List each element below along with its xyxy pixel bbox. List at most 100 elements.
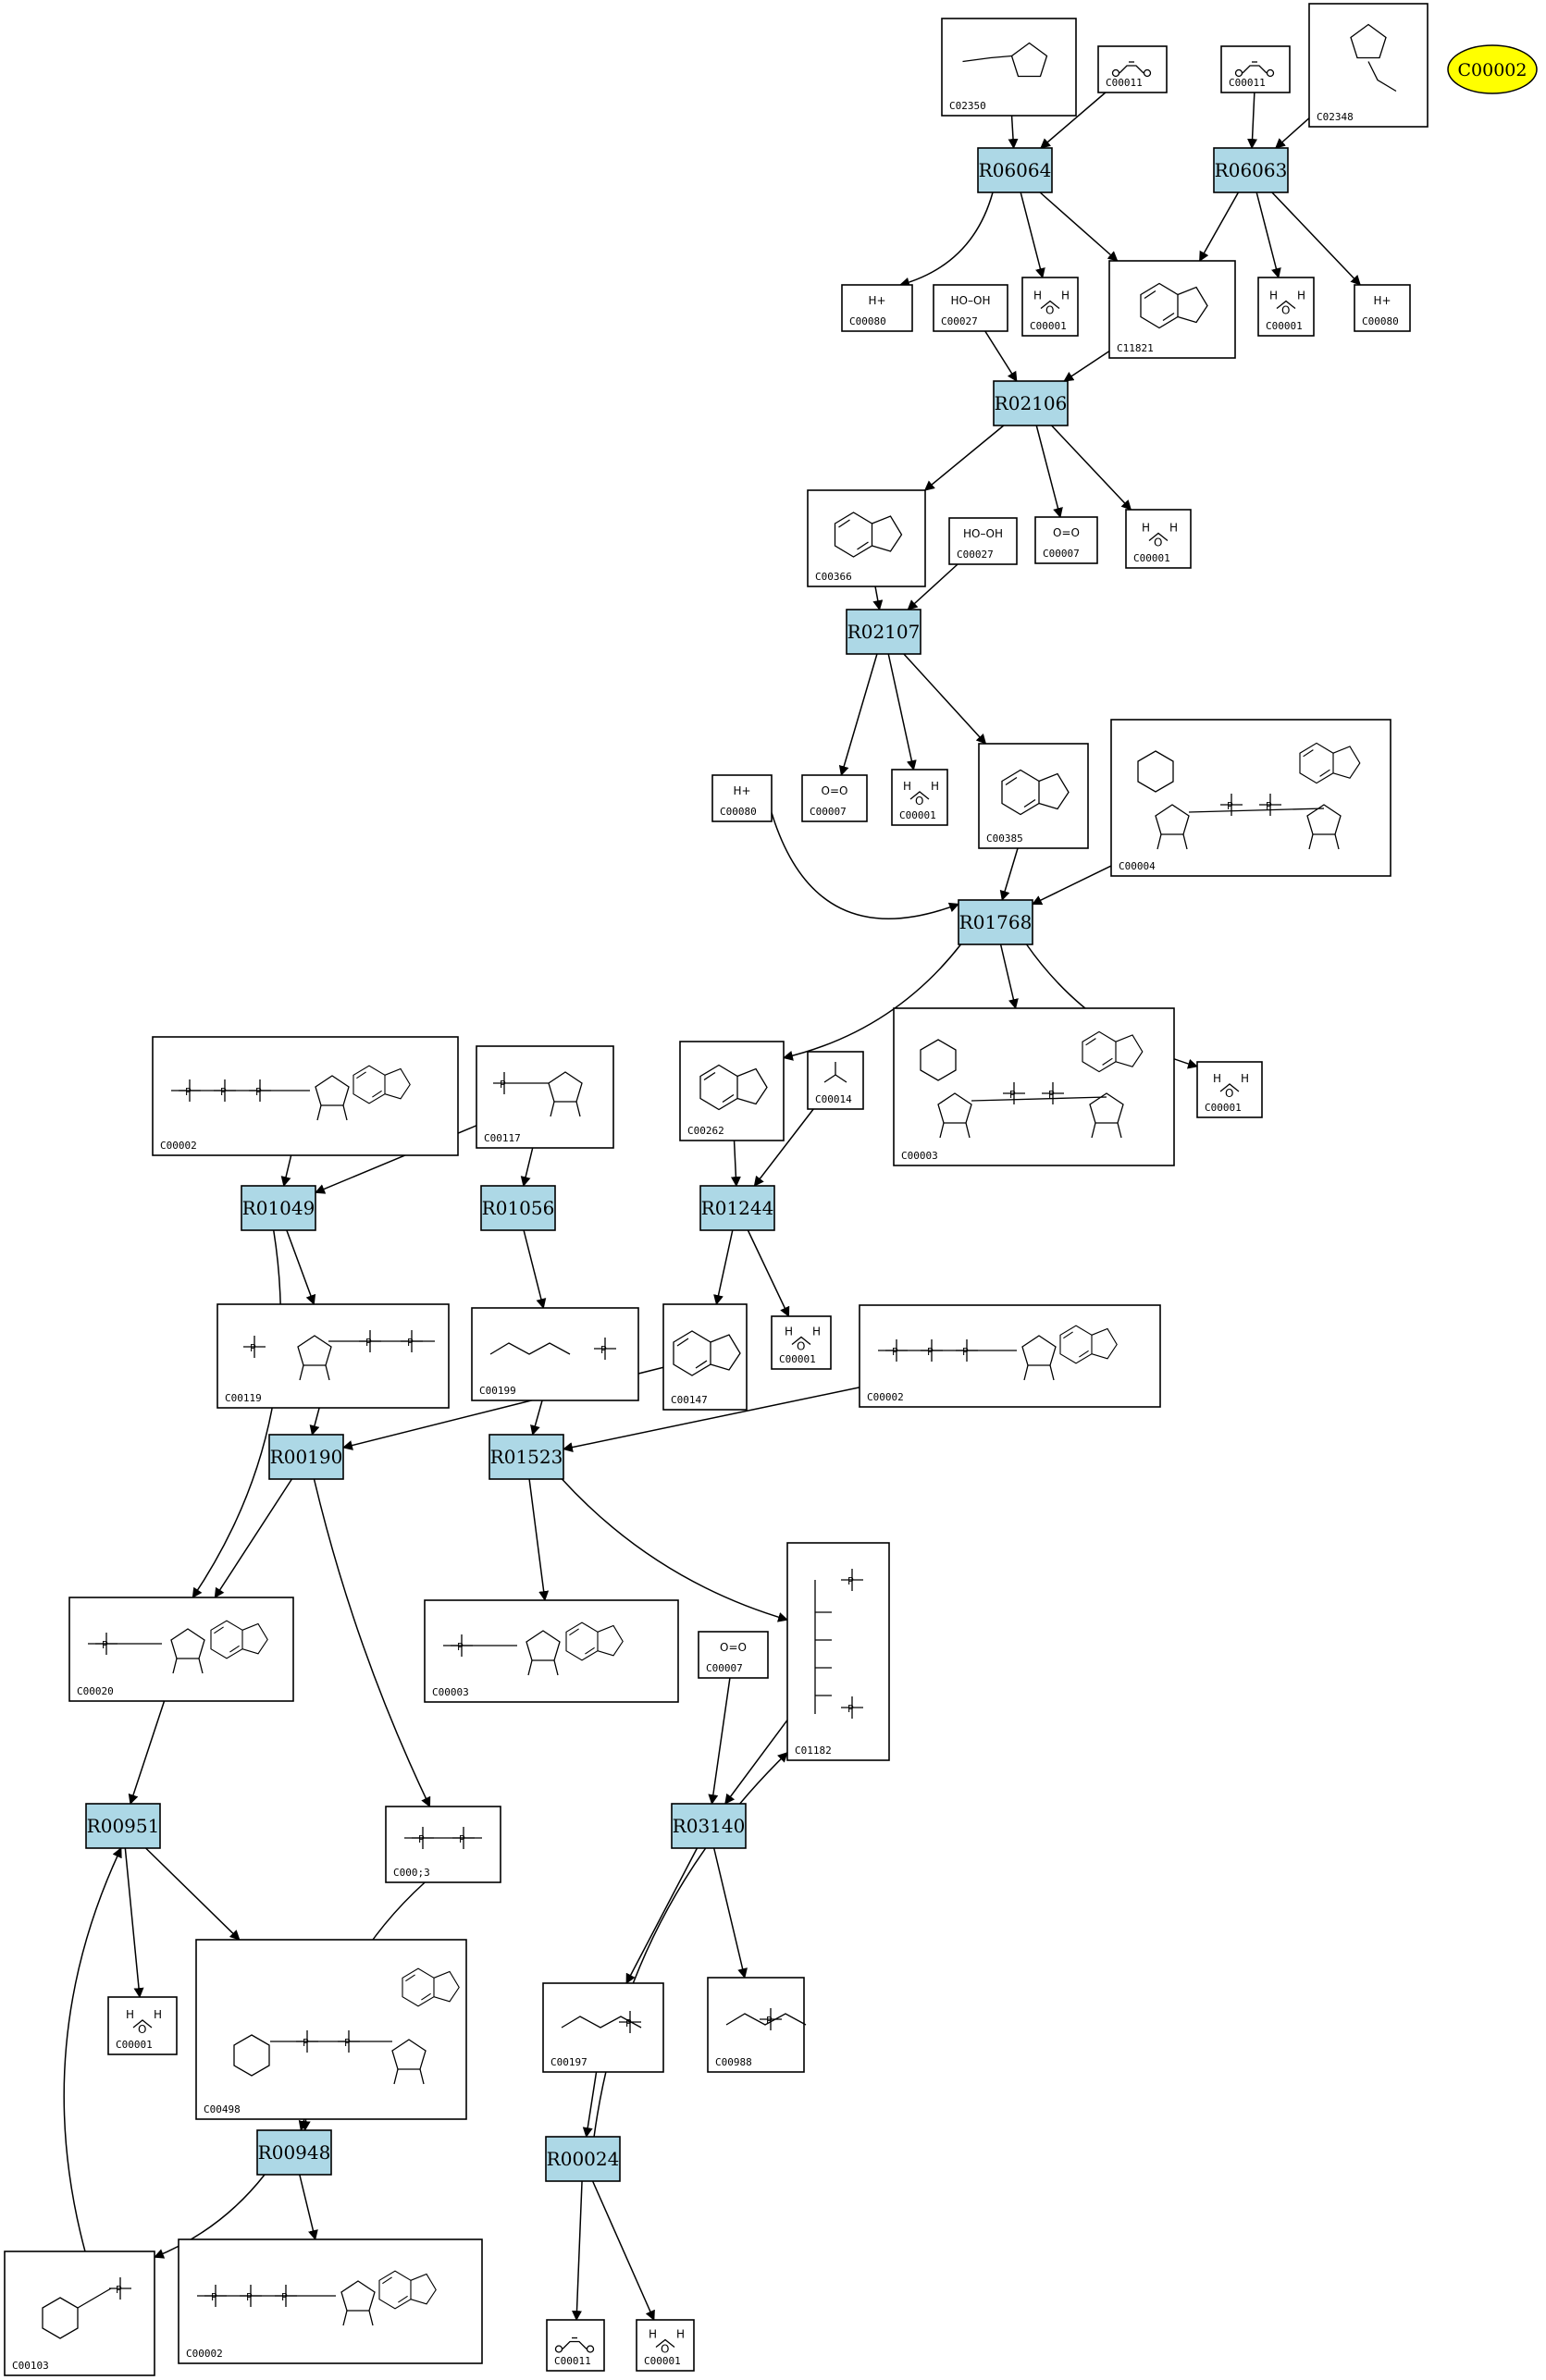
compound-node[interactable]: C00014 — [807, 1051, 864, 1110]
reaction-box[interactable] — [85, 1803, 161, 1849]
compound-box[interactable] — [933, 284, 1008, 332]
compound-box[interactable] — [424, 1599, 679, 1703]
compound-node[interactable]: C00002 — [152, 1036, 459, 1156]
compound-node[interactable]: C01182 — [786, 1542, 890, 1761]
compound-node[interactable]: C00001 — [1257, 277, 1315, 337]
compound-node[interactable]: C02348 — [1308, 3, 1429, 128]
compound-box[interactable] — [679, 1041, 785, 1141]
reaction-node[interactable]: R01523 — [489, 1434, 564, 1480]
compound-box[interactable] — [476, 1045, 614, 1149]
reaction-node[interactable]: R00951 — [85, 1803, 161, 1849]
compound-node[interactable]: C00011 — [1220, 45, 1291, 93]
compound-node[interactable]: C00001 — [1196, 1061, 1263, 1118]
compound-node[interactable]: C00002 — [859, 1304, 1161, 1408]
reaction-node[interactable]: R03140 — [671, 1803, 747, 1849]
compound-node[interactable]: C00004 — [1110, 719, 1391, 877]
compound-node[interactable]: C00002 — [178, 2238, 483, 2364]
compound-node[interactable]: C00001 — [1021, 277, 1079, 337]
compound-node[interactable]: C00003 — [893, 1007, 1175, 1166]
reaction-box[interactable] — [671, 1803, 747, 1849]
reaction-box[interactable] — [846, 609, 921, 655]
compound-box[interactable] — [1220, 45, 1291, 93]
compound-node[interactable]: C00199 — [471, 1307, 639, 1401]
compound-node[interactable]: C00001 — [1125, 509, 1192, 569]
highlight-ellipse[interactable] — [1447, 44, 1538, 94]
reaction-box[interactable] — [489, 1434, 564, 1480]
compound-node[interactable]: C00262 — [679, 1041, 785, 1141]
reaction-box[interactable] — [993, 380, 1069, 426]
compound-box[interactable] — [1354, 284, 1411, 332]
reaction-box[interactable] — [958, 899, 1033, 945]
highlight-node[interactable]: C00002 — [1447, 44, 1538, 94]
reaction-box[interactable] — [480, 1185, 556, 1231]
compound-node[interactable]: C11821 — [1108, 260, 1236, 359]
compound-box[interactable] — [546, 2319, 605, 2372]
compound-box[interactable] — [216, 1303, 450, 1409]
compound-box[interactable] — [152, 1036, 459, 1156]
compound-node[interactable]: C00001 — [107, 1996, 178, 2055]
compound-node[interactable]: C00011 — [1097, 45, 1168, 93]
reaction-box[interactable] — [241, 1185, 316, 1231]
compound-node[interactable]: C00498 — [195, 1939, 467, 2120]
reaction-node[interactable]: R01056 — [480, 1185, 556, 1231]
reaction-node[interactable]: R00024 — [545, 2136, 621, 2182]
compound-box[interactable] — [1308, 3, 1429, 128]
reaction-node[interactable]: R01768 — [958, 899, 1033, 945]
reaction-node[interactable]: R00948 — [256, 2129, 332, 2176]
compound-box[interactable] — [471, 1307, 639, 1401]
compound-box[interactable] — [4, 2251, 155, 2376]
compound-node[interactable]: C00020 — [68, 1597, 294, 1702]
compound-box[interactable] — [893, 1007, 1175, 1166]
reaction-node[interactable]: R06064 — [977, 147, 1053, 193]
compound-box[interactable] — [542, 1982, 664, 2073]
compound-box[interactable] — [707, 1977, 805, 2073]
compound-node[interactable]: C00001 — [771, 1315, 832, 1370]
compound-node[interactable]: C00366 — [807, 489, 926, 587]
compound-box[interactable] — [941, 18, 1077, 117]
compound-box[interactable] — [385, 1806, 501, 1883]
compound-box[interactable] — [1108, 260, 1236, 359]
compound-box[interactable] — [948, 517, 1018, 565]
compound-node[interactable]: C00119 — [216, 1303, 450, 1409]
compound-node[interactable]: H+C00080 — [711, 774, 773, 822]
reaction-node[interactable]: R01049 — [241, 1185, 316, 1231]
compound-node[interactable]: C02350 — [941, 18, 1077, 117]
compound-box[interactable] — [859, 1304, 1161, 1408]
compound-node[interactable]: C00001 — [636, 2319, 695, 2372]
compound-node[interactable]: C00003 — [424, 1599, 679, 1703]
compound-box[interactable] — [195, 1939, 467, 2120]
reaction-box[interactable] — [699, 1185, 775, 1231]
compound-node[interactable]: C00103 — [4, 2251, 155, 2376]
compound-box[interactable] — [711, 774, 773, 822]
reaction-node[interactable]: R02107 — [846, 609, 921, 655]
reaction-box[interactable] — [977, 147, 1053, 193]
compound-node[interactable]: H+C00080 — [1354, 284, 1411, 332]
compound-box[interactable] — [807, 1051, 864, 1110]
reaction-box[interactable] — [256, 2129, 332, 2176]
compound-node[interactable]: C000;3 — [385, 1806, 501, 1883]
compound-box[interactable] — [1034, 516, 1098, 564]
reaction-box[interactable] — [1213, 147, 1289, 193]
compound-node[interactable]: H+C00080 — [841, 284, 913, 332]
reaction-node[interactable]: R01244 — [699, 1185, 775, 1231]
compound-box[interactable] — [636, 2319, 695, 2372]
compound-box[interactable] — [698, 1631, 769, 1679]
compound-box[interactable] — [786, 1542, 890, 1761]
compound-node[interactable]: C00011 — [546, 2319, 605, 2372]
reaction-node[interactable]: R00190 — [268, 1434, 344, 1480]
compound-node[interactable]: C00001 — [891, 769, 948, 826]
compound-node[interactable]: C00117 — [476, 1045, 614, 1149]
compound-node[interactable]: C00197 — [542, 1982, 664, 2073]
reaction-node[interactable]: R06063 — [1213, 147, 1289, 193]
compound-box[interactable] — [841, 284, 913, 332]
compound-node[interactable]: C00988 — [707, 1977, 807, 2073]
compound-box[interactable] — [1097, 45, 1168, 93]
compound-box[interactable] — [978, 743, 1089, 849]
compound-box[interactable] — [662, 1303, 748, 1411]
compound-node[interactable]: C00385 — [978, 743, 1089, 849]
compound-node[interactable]: C00147 — [662, 1303, 748, 1411]
reaction-box[interactable] — [268, 1434, 344, 1480]
